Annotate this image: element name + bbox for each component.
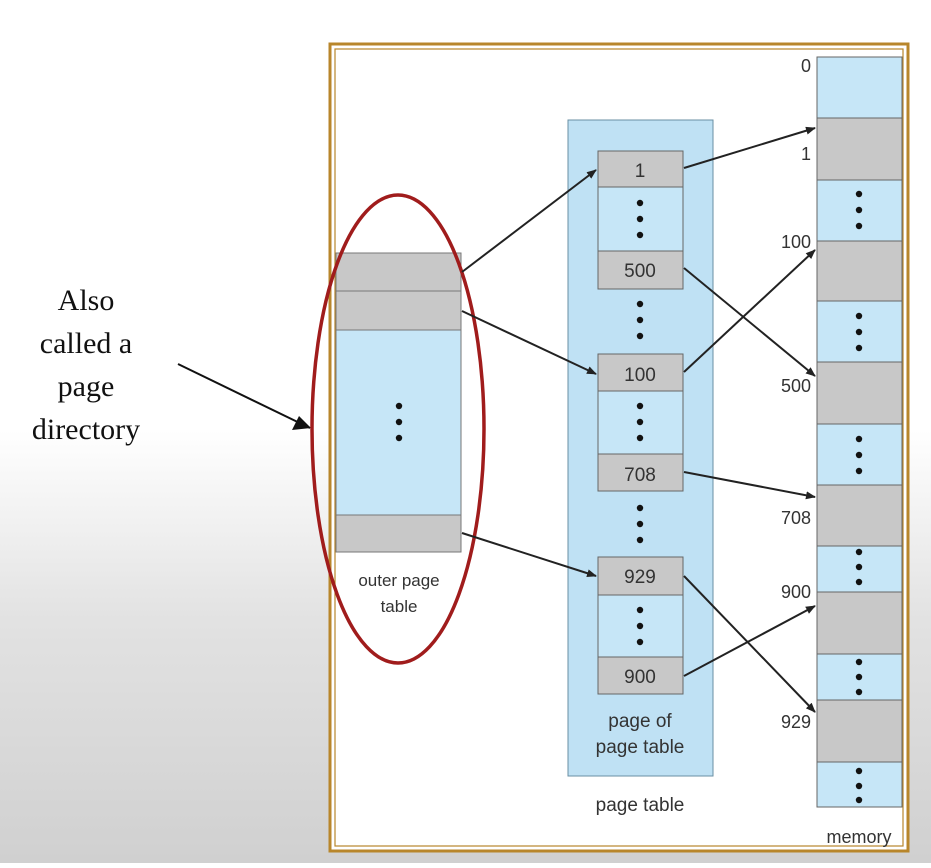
memory-frame-label: 100 — [781, 232, 811, 252]
memory-frame-label: 0 — [801, 56, 811, 76]
memory-frame — [816, 484, 903, 547]
outer-table-label: outer page — [358, 571, 439, 590]
caption-line: directory — [32, 413, 140, 446]
memory-label: memory — [826, 827, 891, 847]
memory-frame — [816, 117, 903, 181]
page-table-entry — [597, 250, 684, 290]
memory-frame-label: 900 — [781, 582, 811, 602]
diagram-frame-inner — [334, 48, 904, 847]
memory-frame — [816, 361, 903, 425]
memory-frame-label: 929 — [781, 712, 811, 732]
arrow-outer-to-page-1 — [461, 169, 597, 273]
page-table-entry-value: 500 — [624, 261, 656, 282]
page-table-entry-value: 900 — [624, 667, 656, 688]
arrow-1-to-memory — [683, 126, 816, 169]
memory-frame — [816, 591, 903, 655]
page-table-entry — [597, 150, 684, 188]
caption-pointer-arrow — [177, 363, 311, 429]
highlight-ellipse — [310, 193, 486, 665]
caption-line: Also — [58, 284, 115, 317]
ellipsis-dots — [636, 199, 644, 239]
page-table-entry-value: 100 — [624, 365, 656, 386]
arrow-outer-to-page-929 — [461, 532, 597, 578]
page-table-label: page table — [596, 795, 685, 816]
ellipsis-dots — [636, 606, 644, 646]
arrow-100-to-memory — [683, 249, 816, 373]
page-table-entry-value: 929 — [624, 567, 656, 588]
page-table-entry-value: 1 — [635, 161, 646, 182]
page-table-entry — [597, 353, 684, 392]
memory-frame-label: 708 — [781, 508, 811, 528]
arrow-708-to-memory — [683, 471, 816, 500]
arrow-outer-to-page-100 — [461, 310, 597, 375]
memory-frame-label: 1 — [801, 144, 811, 164]
memory-frame — [816, 699, 903, 763]
caption: Also called a page directory — [32, 284, 140, 446]
ellipsis-dots — [636, 300, 644, 340]
outer-table-entry — [335, 290, 462, 331]
page-table-block-middle: 100 708 — [597, 353, 684, 492]
mapping-arrows — [461, 126, 816, 713]
arrow-929-to-memory — [683, 575, 816, 713]
page-table-entry — [597, 656, 684, 695]
caption-pointer-arrowhead — [292, 416, 311, 430]
memory-frame — [816, 240, 903, 302]
ellipsis-dots — [636, 504, 644, 544]
page-of-page-table-label: page table — [596, 737, 685, 758]
caption-line: called a — [40, 327, 132, 360]
outer-table-entry — [335, 252, 462, 292]
memory-frame-label: 500 — [781, 376, 811, 396]
outer-table-label: table — [381, 597, 418, 616]
page-table-entry — [597, 556, 684, 596]
ellipsis-dots — [636, 402, 644, 442]
page-table-entry — [597, 453, 684, 492]
page-table-entry-value: 708 — [624, 465, 656, 486]
arrow-500-to-memory — [683, 267, 816, 377]
outer-table-entry — [335, 514, 462, 553]
outer-page-table: outer page table — [335, 252, 462, 616]
page-table-block-bottom: 929 900 — [597, 556, 684, 695]
caption-line: page — [58, 370, 115, 403]
memory-column: memory 0 1 100 500 708 900 929 — [781, 56, 903, 847]
ellipsis-dots — [855, 190, 863, 804]
memory-body — [816, 56, 903, 808]
ellipsis-dots — [395, 402, 403, 442]
arrow-900-to-memory — [683, 605, 816, 677]
page-table-block-top: 1 500 — [597, 150, 684, 290]
page-of-page-table-label: page of — [608, 711, 672, 732]
